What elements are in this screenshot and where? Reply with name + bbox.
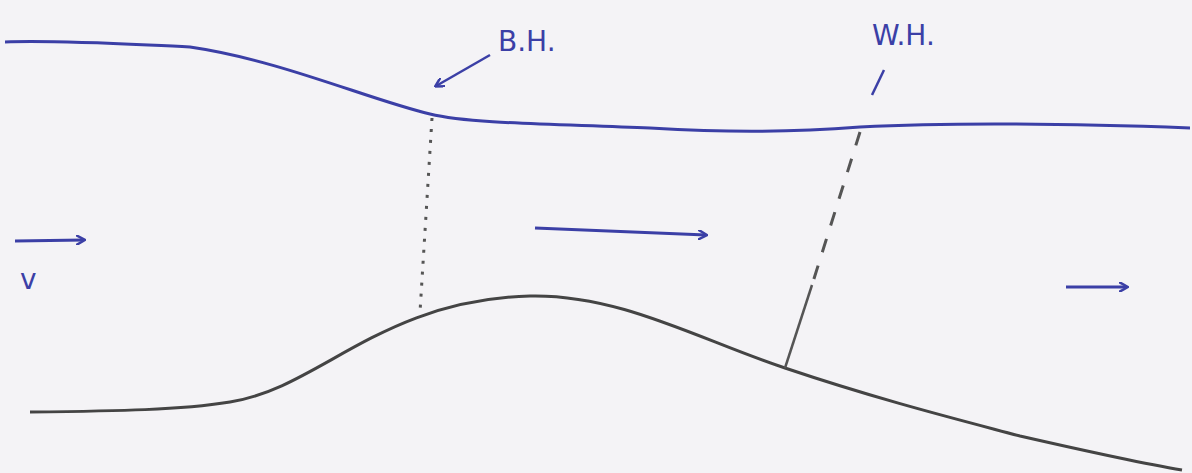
water-surface: [5, 41, 1190, 131]
leader-line: [872, 70, 884, 95]
section-line: [420, 118, 432, 312]
flow-arrow: [15, 240, 84, 241]
velocity-symbol: v: [20, 266, 37, 294]
flow-arrow: [535, 228, 706, 235]
channel-bed: [30, 296, 1182, 470]
leader-arrow: [436, 55, 490, 86]
flow-arrow: [1066, 286, 1127, 289]
section-line: [785, 285, 812, 368]
section-line: [812, 132, 860, 285]
section-label: W.H.: [872, 22, 935, 50]
section-label: B.H.: [498, 28, 556, 56]
